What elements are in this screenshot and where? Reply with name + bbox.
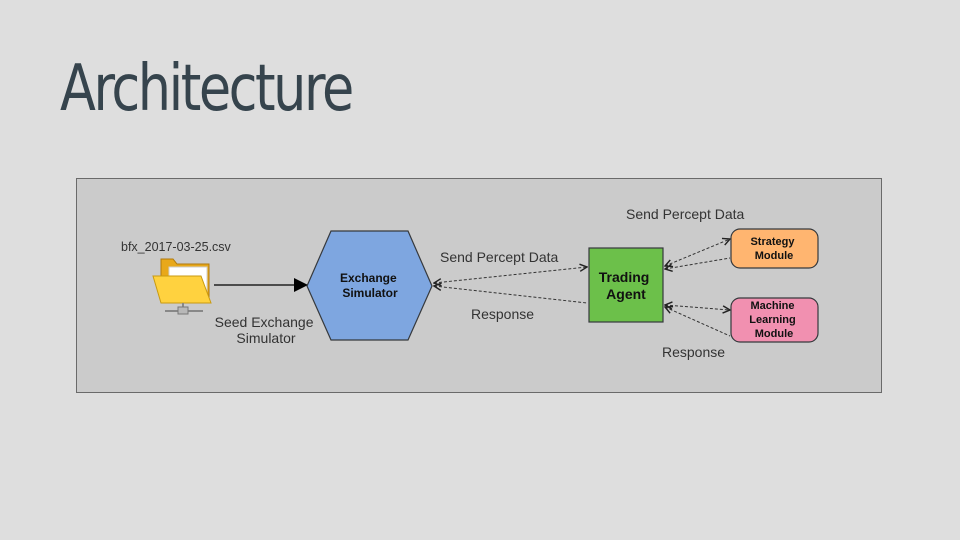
exchange-simulator-node: Exchange Simulator [306, 230, 433, 341]
file-name-label: bfx_2017-03-25.csv [121, 240, 232, 254]
send-percept-label-right: Send Percept Data [626, 206, 745, 222]
response-edge-left [434, 286, 588, 304]
response-label-right: Response [662, 344, 725, 360]
response-label-left: Response [471, 306, 534, 322]
response-edge-ml [665, 307, 731, 337]
send-percept-edge-left [434, 267, 587, 283]
seed-edge-label: Seed Exchange Simulator [215, 314, 318, 346]
machine-learning-module-node: Machine Learning Module [730, 297, 819, 343]
trading-agent-node: Trading Agent [588, 247, 664, 323]
svg-text:Exchange Simulator: Exchange Simulator [340, 271, 400, 300]
page-title: Architecture [60, 52, 354, 126]
architecture-diagram: bfx_2017-03-25.csv Seed Exchange Simulat… [76, 178, 882, 393]
svg-text:Machine Learning: Machine Learning Module [749, 300, 799, 340]
folder-network-icon [152, 258, 212, 315]
svg-text:Strategy Module: Strategy Module [750, 236, 797, 262]
response-edge-strategy [665, 257, 731, 269]
send-percept-edge-strategy [665, 239, 730, 266]
strategy-module-node: Strategy Module [730, 228, 819, 269]
send-percept-label-left: Send Percept Data [440, 249, 559, 265]
send-percept-edge-ml [665, 305, 730, 310]
svg-text:Trading Agent: Trading Agent [599, 269, 653, 302]
